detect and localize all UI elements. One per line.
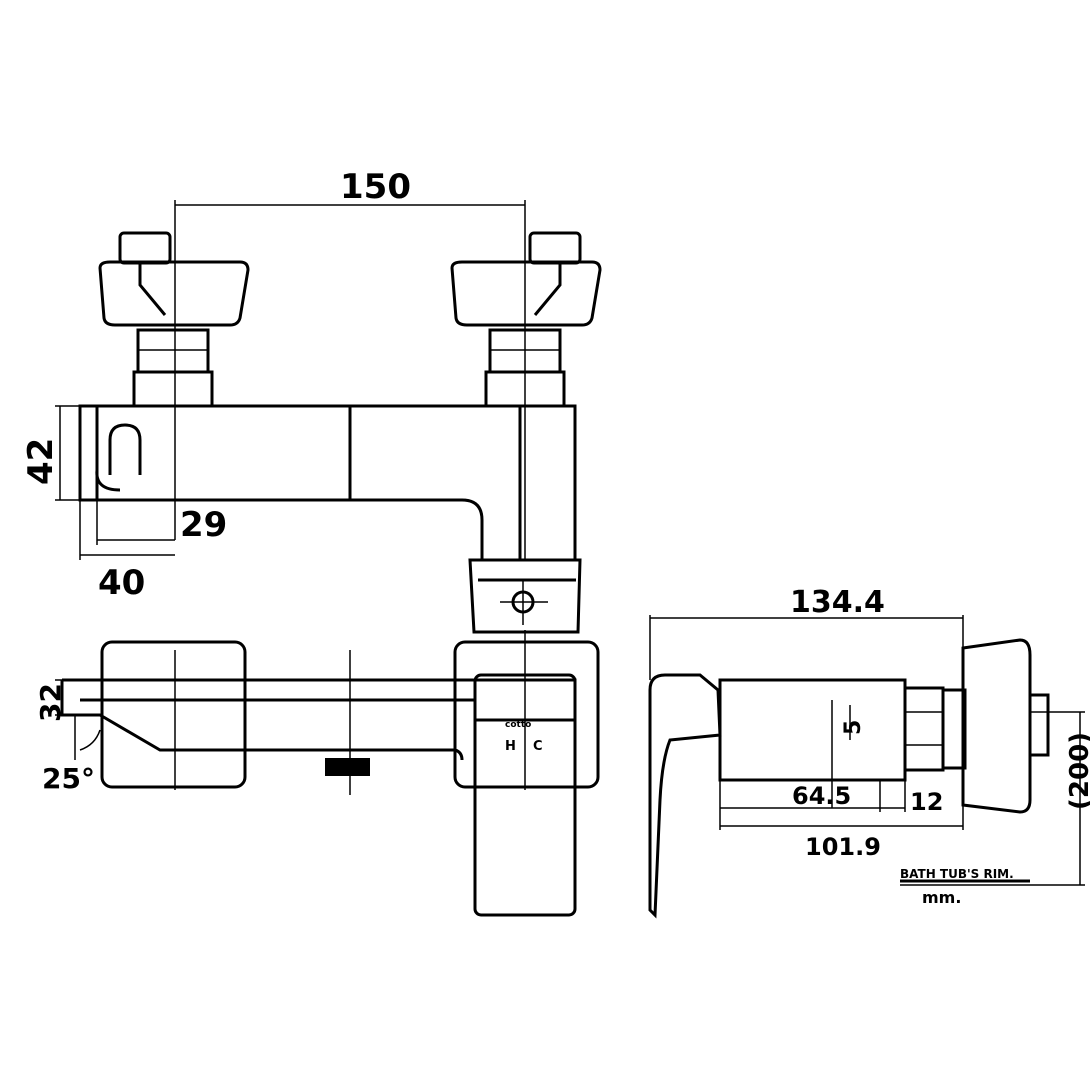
rim-note: BATH TUB'S RIM. (900, 867, 1014, 881)
dim-64-5: 64.5 (792, 782, 851, 810)
dim-134-4: 134.4 (790, 585, 885, 620)
top-view (55, 200, 602, 634)
dim-42: 42 (21, 438, 61, 485)
cold-label: C (533, 739, 543, 754)
side-view (648, 615, 1085, 919)
dim-32: 32 (34, 683, 67, 722)
dim-5: 5 (841, 720, 866, 735)
dim-29: 29 (180, 505, 227, 545)
hot-label: H (505, 739, 516, 754)
brand-logo: cotto (505, 720, 531, 730)
dim-101-9: 101.9 (805, 833, 881, 861)
dim-150: 150 (340, 167, 411, 207)
dim-12: 12 (910, 788, 943, 816)
dim-25deg: 25° (42, 762, 95, 795)
dim-200: (200) (1065, 732, 1090, 810)
front-view (55, 630, 600, 917)
dim-40: 40 (98, 563, 145, 603)
outlet-thread (325, 758, 370, 776)
unit-note: mm. (922, 888, 961, 907)
